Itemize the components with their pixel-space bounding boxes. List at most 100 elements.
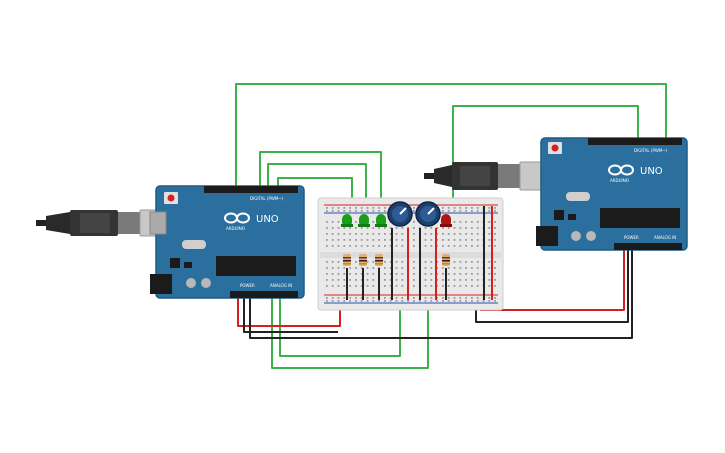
- breadboard-hole: [372, 227, 375, 229]
- breadboard-hole: [494, 239, 496, 241]
- breadboard-hole: [459, 297, 462, 299]
- breadboard-hole: [471, 273, 473, 275]
- breadboard-hole: [436, 239, 438, 241]
- breadboard-hole: [337, 273, 340, 275]
- breadboard-hole: [337, 207, 340, 209]
- breadboard-hole: [430, 227, 433, 229]
- breadboard-hole: [378, 245, 380, 247]
- breadboard-hole: [343, 267, 346, 269]
- breadboard-hole: [337, 261, 340, 263]
- breadboard-hole: [378, 207, 380, 209]
- breadboard-hole: [395, 297, 398, 299]
- breadboard-hole: [355, 245, 357, 247]
- breadboard-hole: [389, 267, 392, 269]
- breadboard-hole: [442, 273, 444, 275]
- breadboard-hole: [355, 210, 357, 212]
- breadboard-hole: [465, 245, 467, 247]
- breadboard-hole: [343, 210, 346, 212]
- breadboard-hole: [488, 210, 491, 212]
- resistor: [359, 254, 367, 266]
- breadboard-hole: [378, 239, 380, 241]
- breadboard-hole: [372, 285, 375, 287]
- breadboard-hole: [476, 221, 479, 223]
- arduino-uno-right: UNO ARDUINO DIGITAL (PWM~) POWER ANALOG …: [536, 137, 688, 251]
- breadboard-hole: [459, 239, 462, 241]
- breadboard-hole: [424, 233, 427, 235]
- led-green-1: [341, 214, 353, 227]
- breadboard-hole: [343, 245, 346, 247]
- breadboard-hole: [343, 285, 346, 287]
- breadboard-hole: [395, 233, 398, 235]
- breadboard-hole: [436, 261, 438, 263]
- breadboard-hole: [459, 267, 462, 269]
- breadboard-hole: [447, 300, 450, 302]
- breadboard-hole: [453, 210, 456, 212]
- breadboard-hole: [395, 285, 398, 287]
- breadboard-hole: [372, 273, 375, 275]
- breadboard-hole: [395, 273, 398, 275]
- breadboard-hole: [326, 285, 328, 287]
- breadboard-hole: [366, 227, 369, 229]
- breadboard-hole: [360, 233, 363, 235]
- breadboard-hole: [349, 207, 351, 209]
- breadboard-hole: [326, 227, 328, 229]
- breadboard-hole: [494, 233, 496, 235]
- breadboard-hole: [384, 207, 386, 209]
- breadboard-hole: [331, 245, 334, 247]
- breadboard-hole: [366, 300, 369, 302]
- breadboard-hole: [447, 245, 450, 247]
- breadboard-hole: [465, 297, 467, 299]
- breadboard-hole: [442, 239, 444, 241]
- led-green-3: [375, 214, 387, 227]
- breadboard-hole: [471, 285, 473, 287]
- breadboard-hole: [459, 273, 462, 275]
- breadboard-hole: [453, 297, 456, 299]
- breadboard-hole: [384, 267, 386, 269]
- breadboard-hole: [413, 273, 415, 275]
- breadboard-hole: [395, 300, 398, 302]
- breadboard-hole: [378, 267, 380, 269]
- breadboard-hole: [413, 239, 415, 241]
- breadboard-hole: [401, 297, 404, 299]
- breadboard-hole: [488, 297, 491, 299]
- breadboard-hole: [372, 239, 375, 241]
- breadboard-hole: [453, 267, 456, 269]
- breadboard-hole: [389, 279, 392, 281]
- breadboard-hole: [366, 233, 369, 235]
- breadboard-hole: [447, 267, 450, 269]
- breadboard-hole: [343, 273, 346, 275]
- potentiometers: [387, 201, 441, 227]
- breadboard-hole: [471, 279, 473, 281]
- board-brand: ARDUINO: [226, 226, 245, 231]
- breadboard-hole: [453, 233, 456, 235]
- breadboard-hole: [378, 300, 380, 302]
- wire-black-gnd-right: [475, 250, 629, 323]
- board-brand: ARDUINO: [610, 178, 629, 183]
- breadboard-hole: [355, 207, 357, 209]
- breadboard-hole: [337, 227, 340, 229]
- breadboard-hole: [430, 279, 433, 281]
- wire-black-gnd-left1: [243, 296, 338, 333]
- breadboard-hole: [430, 273, 433, 275]
- arduino-logo-icon: [608, 164, 634, 176]
- breadboard-hole: [384, 273, 386, 275]
- breadboard-hole: [355, 227, 357, 229]
- breadboard-hole: [395, 227, 398, 229]
- breadboard-hole: [372, 300, 375, 302]
- breadboard-hole: [384, 233, 386, 235]
- breadboard-hole: [372, 279, 375, 281]
- breadboard-hole: [436, 273, 438, 275]
- breadboard-hole: [476, 285, 479, 287]
- breadboard-hole: [372, 233, 375, 235]
- breadboard-hole: [471, 245, 473, 247]
- breadboard-hole: [372, 207, 375, 209]
- breadboard-hole: [471, 297, 473, 299]
- usb-cable-right: [424, 161, 549, 191]
- breadboard-hole: [494, 300, 496, 302]
- wire-green-led2: [267, 163, 367, 218]
- breadboard-hole: [424, 279, 427, 281]
- resistor: [343, 254, 351, 266]
- breadboard-hole: [355, 261, 357, 263]
- breadboard-hole: [326, 279, 328, 281]
- breadboard-hole: [401, 273, 404, 275]
